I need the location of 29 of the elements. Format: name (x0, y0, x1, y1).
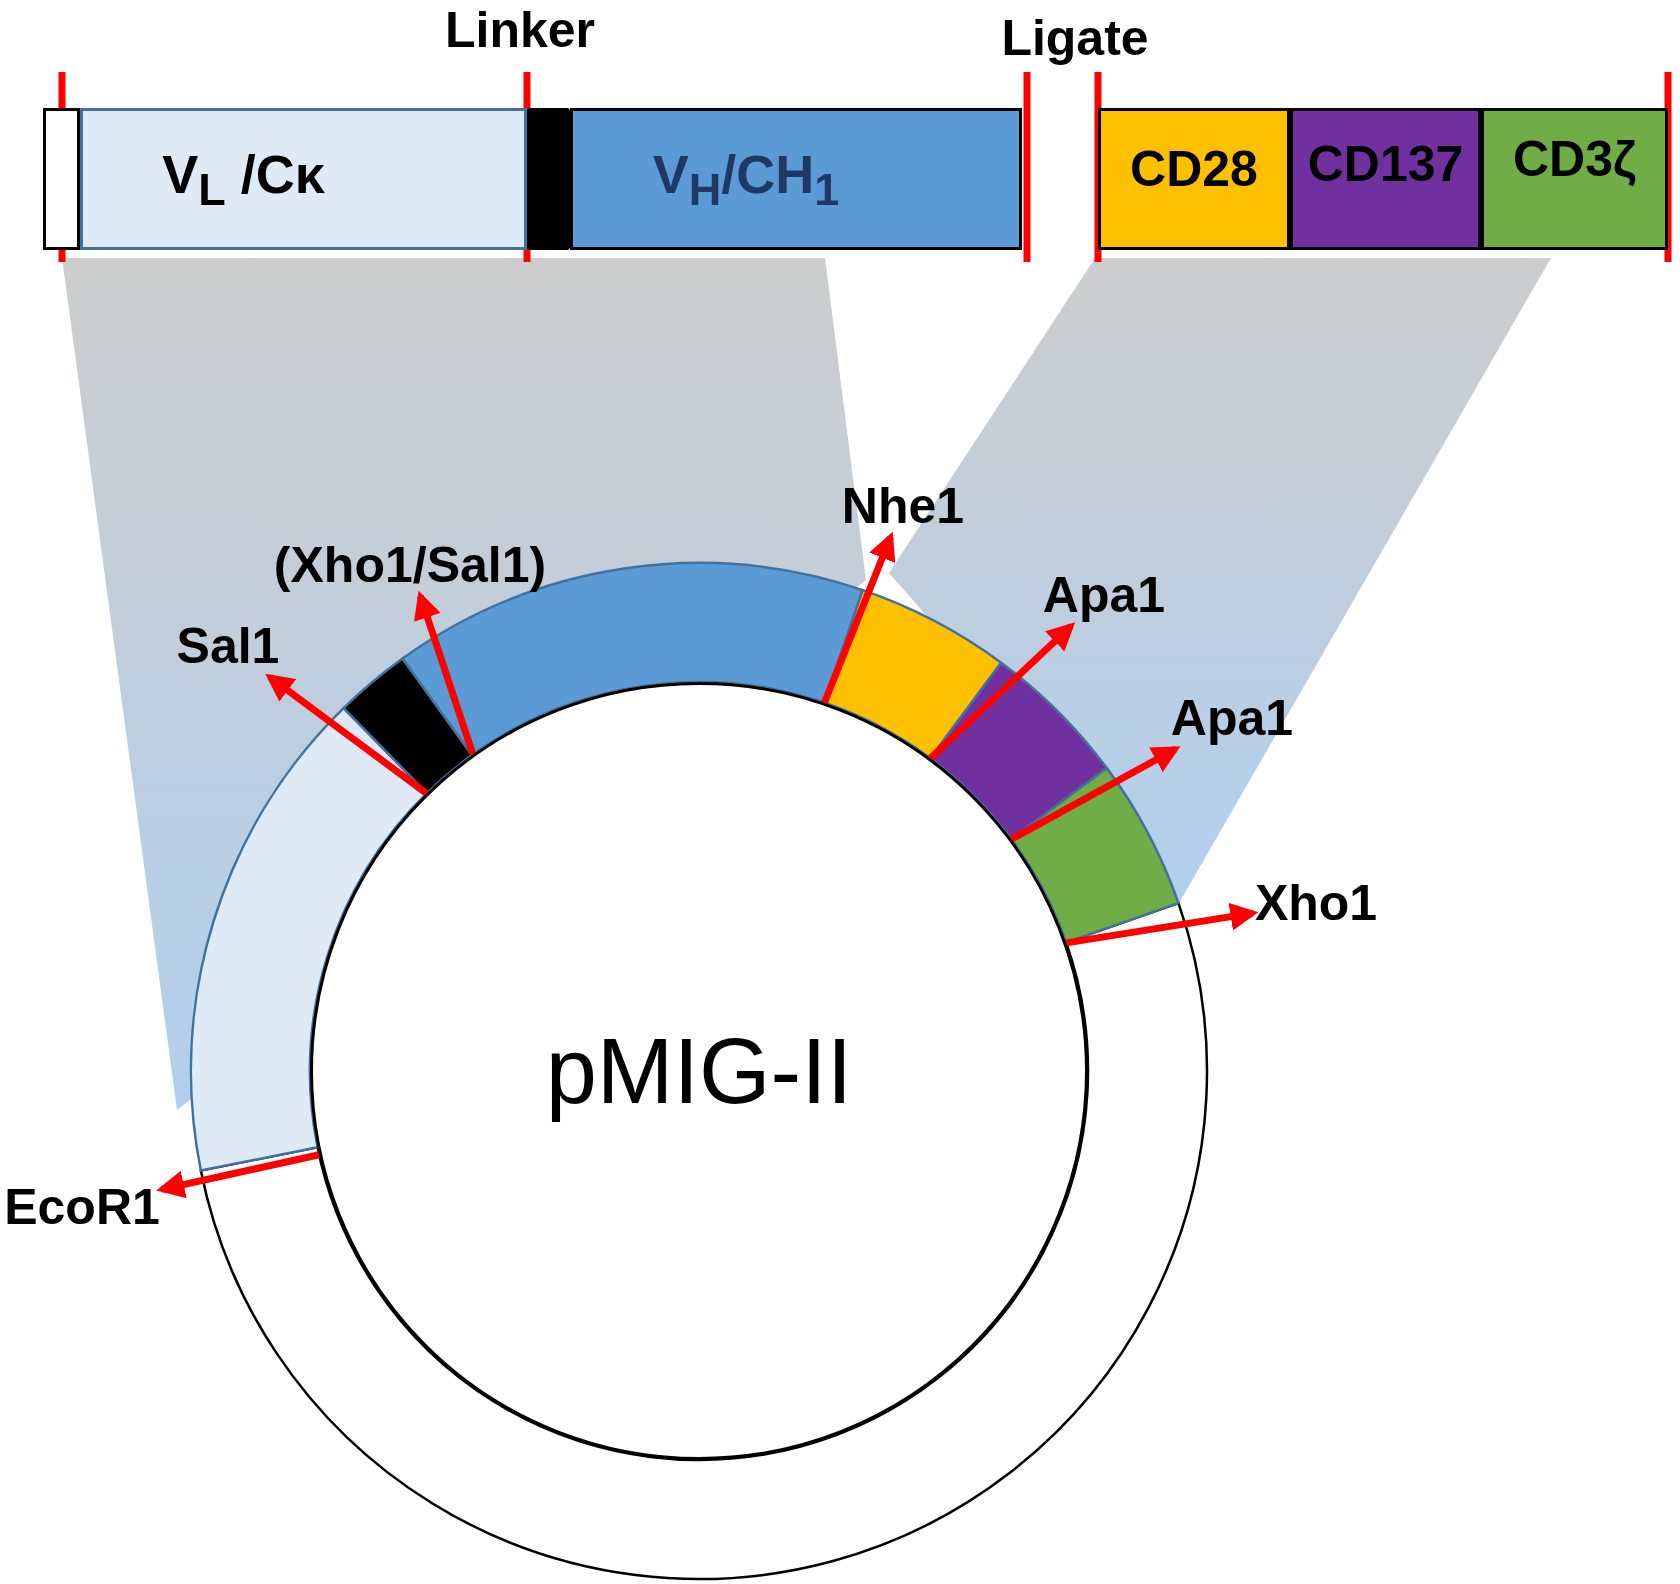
restriction-site-label: Xho1 (1254, 874, 1378, 932)
segment-label: CD3ζ (1512, 130, 1636, 188)
light-chain-segment (80, 108, 527, 250)
heavy-chain-segment (570, 108, 1022, 250)
site-arrow (414, 590, 477, 756)
site-arrow (1009, 745, 1181, 843)
restriction-site-label: Sal1 (176, 617, 280, 675)
restriction-site-label: Nhe1 (841, 477, 965, 535)
linker-segment (527, 108, 570, 250)
cd3-zeta-segment (1481, 108, 1668, 250)
restriction-site-label: Apa1 (1170, 689, 1294, 747)
junction-label: Linker (444, 1, 596, 59)
restriction-site-label: Apa1 (1042, 566, 1166, 624)
site-arrow (265, 673, 429, 797)
segment-label: CD137 (1307, 135, 1464, 193)
cd137-segment (1290, 108, 1481, 250)
site-arrow (156, 1151, 320, 1199)
segment-label: V$_{H}$/CH$_{1}$ (652, 142, 840, 216)
site-arrow (1065, 902, 1259, 947)
restriction-site-label: (Xho1/Sal1) (273, 536, 547, 594)
cd28-segment (1098, 108, 1290, 250)
junction-label: Ligate (1001, 9, 1149, 67)
vector-end-box (43, 108, 80, 250)
site-arrow (928, 622, 1076, 761)
segment-label: CD28 (1130, 140, 1258, 198)
restriction-site-label: EcoR1 (4, 1178, 160, 1236)
segment-label: pMIG-II (545, 1018, 853, 1124)
segment-label: V$_{L}$ /Cκ (162, 142, 325, 216)
site-arrow (821, 531, 896, 705)
